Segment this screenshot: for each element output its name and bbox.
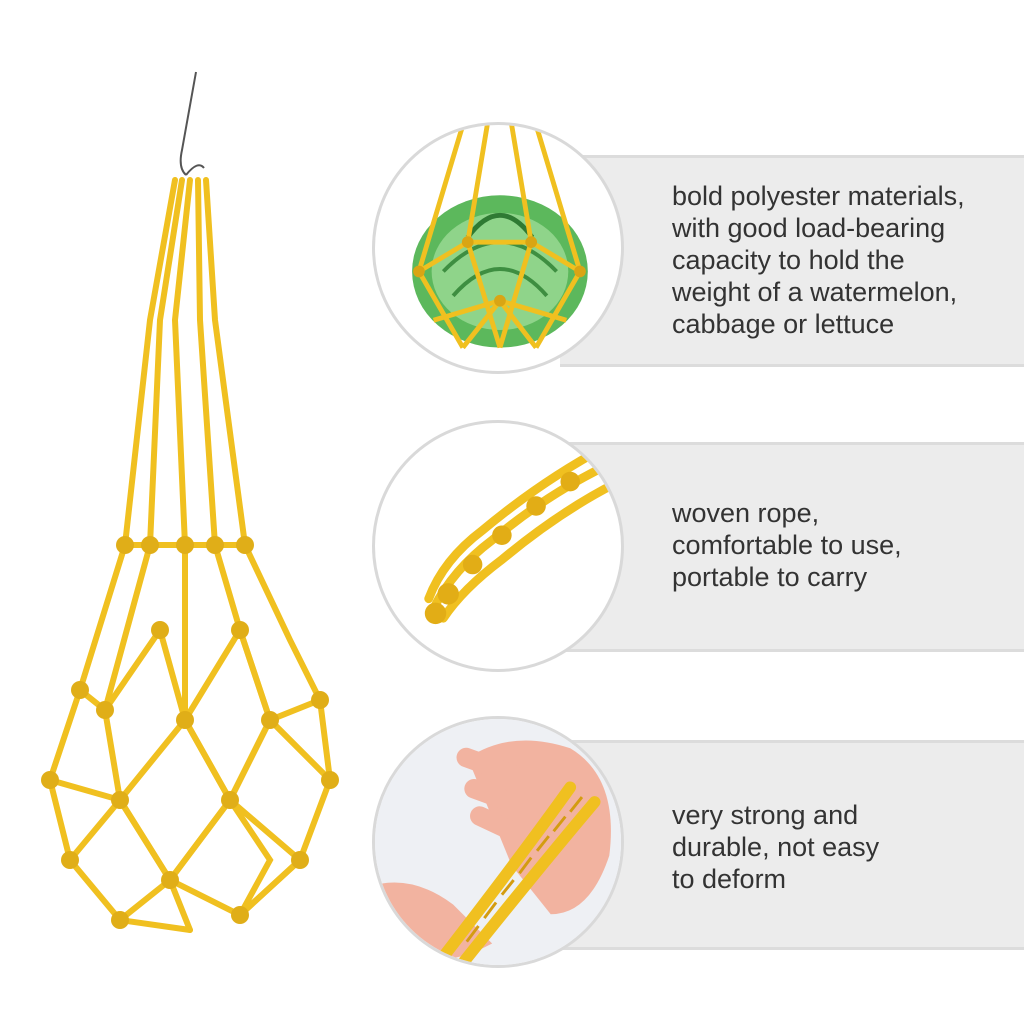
hanging-wire (179, 71, 197, 176)
hand-holding-rope-icon (375, 719, 621, 965)
net-knot (311, 691, 329, 709)
hanging-hook (185, 164, 205, 176)
feature-band-strength: very strong and durable, not easy to def… (560, 740, 1024, 950)
net-knot (61, 851, 79, 869)
net-knot (161, 871, 179, 889)
net-knot (206, 536, 224, 554)
net-knot (116, 536, 134, 554)
net-knot (141, 536, 159, 554)
net-knot (176, 536, 194, 554)
net-knot (71, 681, 89, 699)
net-knot (261, 711, 279, 729)
net-knot (111, 911, 129, 929)
net-rope-lines (46, 177, 334, 933)
net-cross-strand (47, 714, 333, 807)
feature-text-material: bold polyester materials, with good load… (672, 181, 965, 339)
net-knot (321, 771, 339, 789)
net-knot (231, 906, 249, 924)
net-knot (291, 851, 309, 869)
net-knot (231, 621, 249, 639)
net-knot (176, 711, 194, 729)
net-knot (96, 701, 114, 719)
feature-image-rope (372, 420, 624, 672)
net-knot (236, 536, 254, 554)
net-knots (41, 536, 339, 929)
net-cross-strand (117, 857, 303, 923)
net-strand (203, 177, 334, 918)
feature-band-rope: woven rope, comfortable to use, portable… (560, 442, 1024, 652)
net-knot (221, 791, 239, 809)
feature-image-cabbage (372, 122, 624, 374)
hanging-net-illustration (41, 71, 339, 933)
feature-image-hand (372, 716, 624, 968)
net-knot (111, 791, 129, 809)
net-knot (41, 771, 59, 789)
net-knot (151, 621, 169, 639)
feature-text-rope: woven rope, comfortable to use, portable… (672, 498, 902, 592)
feature-band-material: bold polyester materials, with good load… (560, 155, 1024, 367)
feature-text-strength: very strong and durable, not easy to def… (672, 800, 880, 894)
cabbage-in-net-icon (412, 125, 588, 350)
woven-rope-icon (424, 443, 621, 625)
net-strand (46, 177, 193, 933)
